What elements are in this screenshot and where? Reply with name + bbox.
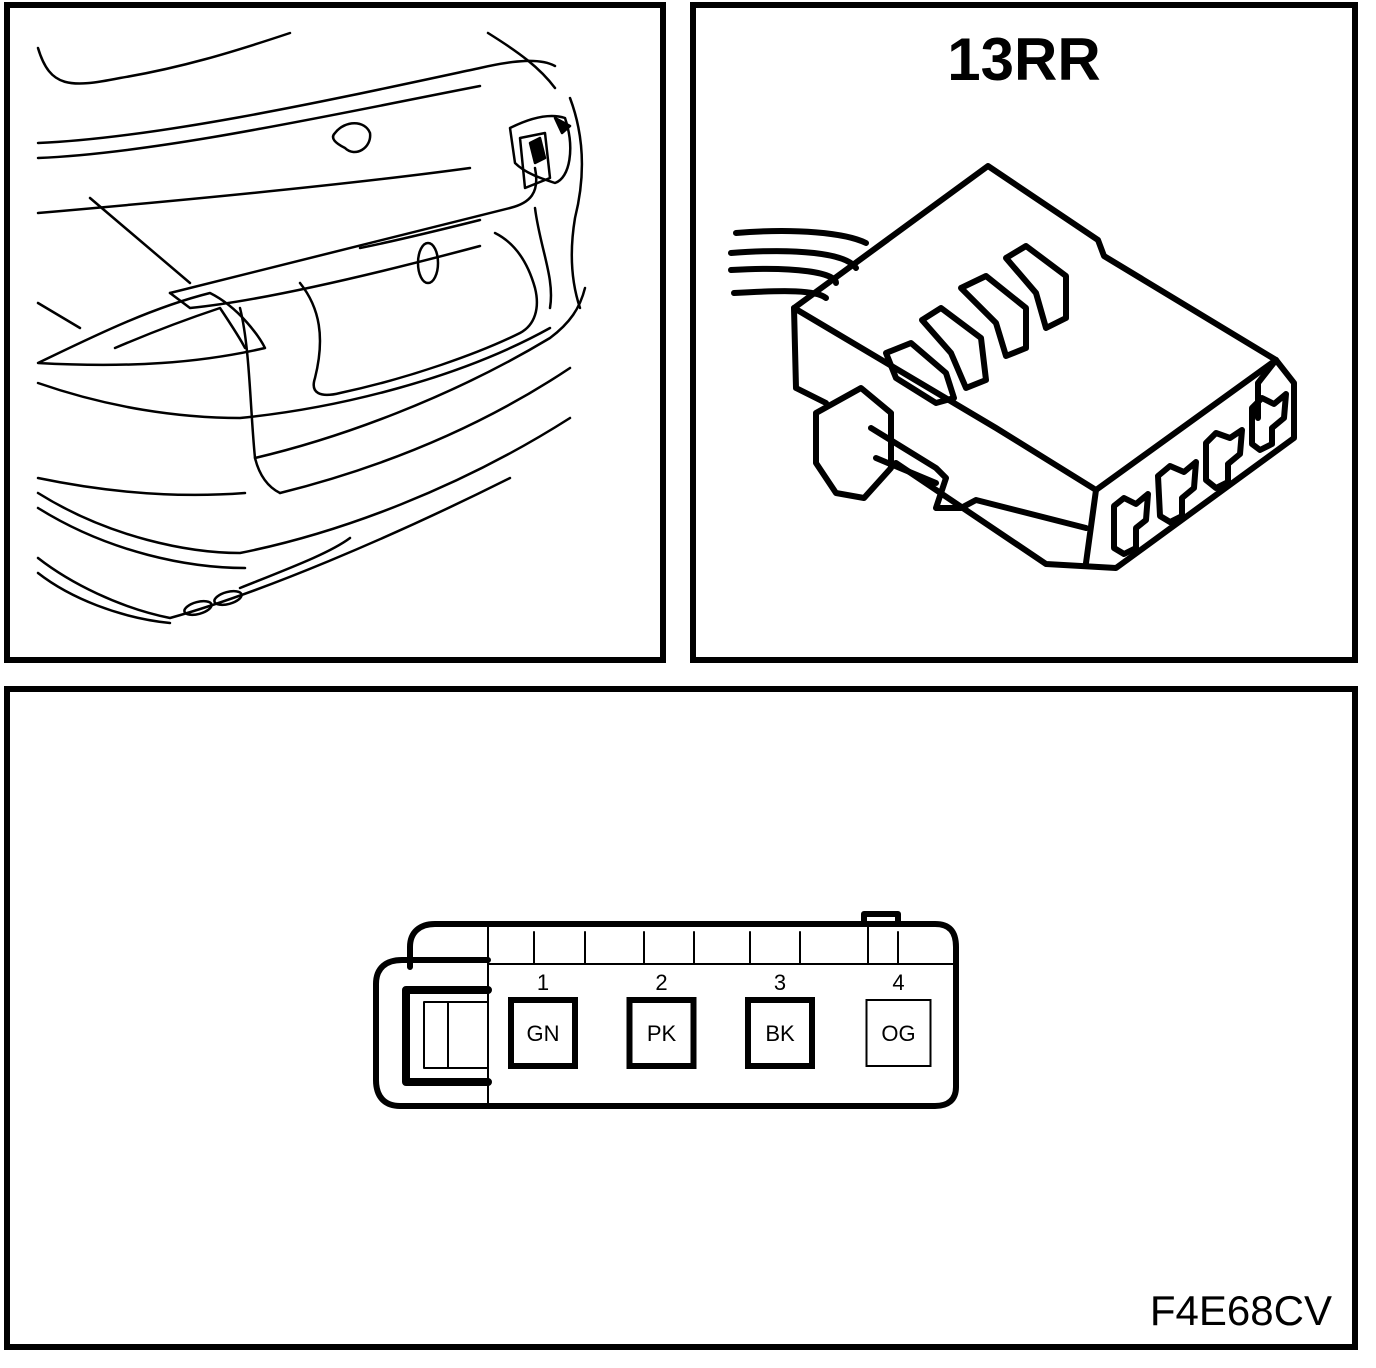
connector-face-outline	[373, 921, 959, 1109]
locking-tab	[861, 911, 901, 927]
pin-number-2: 2	[655, 970, 667, 995]
pin-cavities: 1GN 2PK 3BK 4OG	[508, 970, 932, 1069]
latch	[402, 986, 492, 1086]
wire-bundle	[728, 228, 869, 301]
connector-id-label: 13RR	[947, 26, 1101, 93]
connector-housing	[791, 163, 1297, 571]
pin-number-3: 3	[774, 970, 786, 995]
pin-cavity-3	[745, 997, 815, 1069]
pin-number-4: 4	[892, 970, 904, 995]
vehicle-rear-drawing	[36, 31, 587, 625]
pin-wire-color-2: PK	[647, 1021, 677, 1046]
pin-number-1: 1	[537, 970, 549, 995]
pin-cavity-4	[865, 999, 932, 1067]
connector-isometric-drawing	[728, 163, 1297, 571]
pin-cavity-1	[508, 997, 578, 1069]
pin-wire-color-4: OG	[881, 1021, 915, 1046]
figure-code-label: F4E68CV	[1149, 1287, 1332, 1334]
connector-view-panel: 13RR	[690, 2, 1358, 663]
vehicle-location-panel	[4, 2, 666, 663]
pin-wire-color-1: GN	[527, 1021, 560, 1046]
connector-face-drawing: 1GN 2PK 3BK 4OG	[373, 911, 959, 1109]
pin-wire-color-3: BK	[765, 1021, 795, 1046]
pin-cavity-2	[626, 997, 697, 1069]
